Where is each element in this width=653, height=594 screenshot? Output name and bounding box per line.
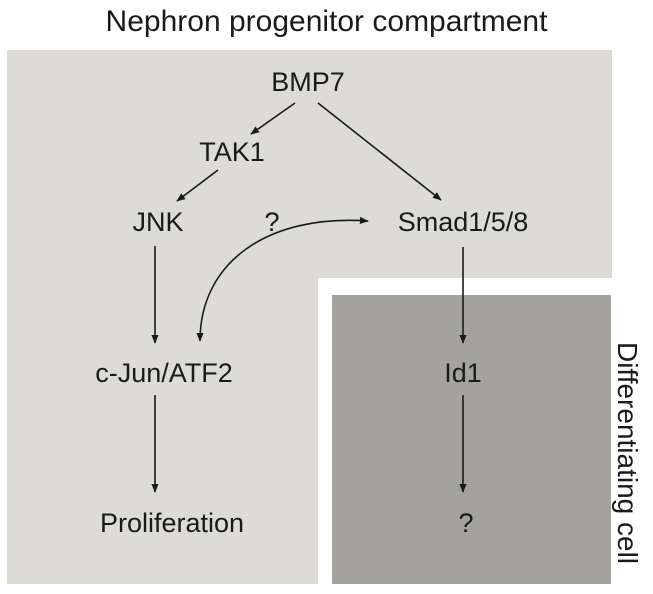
arrow-bmp7-to-tak1 [250,102,296,135]
node-tak1: TAK1 [199,137,265,167]
arrow-smad-cjun-bidirectional [196,216,369,342]
node-proliferation: Proliferation [99,508,245,538]
node-smad: Smad1/5/8 [397,207,529,237]
label-unknown-link: ? [264,207,280,237]
node-bmp7: BMP7 [271,67,345,97]
compartment-title: Nephron progenitor compartment [105,5,548,38]
differentiating-cell-label: Differentiating cell [612,341,643,565]
node-cjun-atf2: c-Jun/ATF2 [95,358,233,388]
node-unknown-downstream: ? [458,508,474,538]
arrow-tak1-to-jnk [176,169,219,202]
node-id1: Id1 [444,358,482,388]
arrow-bmp7-to-smad [317,102,442,201]
node-jnk: JNK [132,207,184,237]
differentiating-region [332,295,611,584]
